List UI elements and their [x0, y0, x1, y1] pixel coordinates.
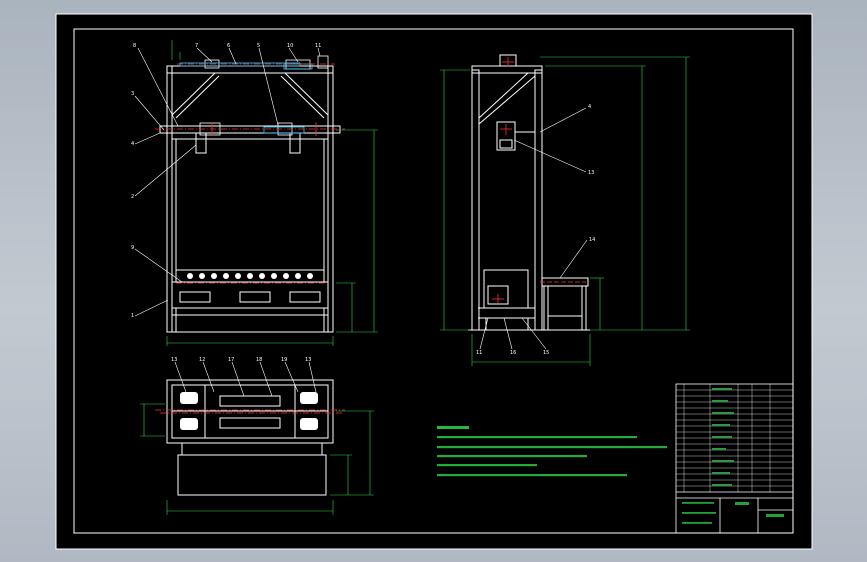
front-callout: 3: [131, 91, 134, 97]
front-centerlines: [155, 63, 345, 284]
side-callout: 13: [588, 170, 594, 176]
front-base-frame: [171, 281, 329, 309]
top-rollers: [180, 392, 318, 430]
front-highlight-parts: [179, 62, 313, 134]
sheet-border: [55, 13, 813, 550]
side-centerlines: [492, 57, 586, 305]
side-leaders: [479, 107, 588, 350]
top-leaders: [174, 361, 317, 397]
front-callout: 7: [195, 43, 198, 49]
side-view[interactable]: [468, 54, 590, 331]
top-callout: 19: [281, 357, 287, 363]
front-callout: 5: [257, 43, 260, 49]
front-left-hanger: [195, 132, 207, 154]
side-callout: 15: [543, 350, 549, 356]
top-view[interactable]: [166, 379, 334, 496]
front-callout: 6: [227, 43, 230, 49]
front-callout: 9: [131, 245, 134, 251]
top-callout: 17: [228, 357, 234, 363]
front-left-brace: [171, 72, 216, 116]
front-callout: 2: [131, 194, 134, 200]
front-callouts: 8 7 6 5 10 11 3 4 2 9 1: [131, 43, 321, 319]
front-callout: 4: [131, 141, 134, 147]
top-callout: 13: [305, 357, 311, 363]
front-dimensions: [166, 40, 378, 346]
side-callout: 11: [476, 350, 482, 356]
title-block[interactable]: [675, 383, 794, 534]
title-block-frame: [675, 383, 794, 534]
top-callout: 18: [256, 357, 262, 363]
front-callout: 10: [287, 43, 293, 49]
top-dimensions: [140, 403, 374, 515]
side-dimensions: [440, 56, 690, 366]
top-outer-frame: [166, 379, 334, 444]
top-callout: 13: [171, 357, 177, 363]
side-brace: [478, 72, 529, 119]
front-callout: 11: [315, 43, 321, 49]
side-callout: 4: [588, 104, 591, 110]
title-block-text-marks: [682, 388, 784, 524]
front-view[interactable]: [159, 65, 341, 333]
front-right-brace: [284, 72, 329, 116]
side-callout: 16: [510, 350, 516, 356]
front-rollers: [187, 273, 313, 279]
top-callout: 12: [199, 357, 205, 363]
front-middle-rail: [159, 125, 341, 134]
front-callout: 8: [133, 43, 136, 49]
technical-notes: [437, 426, 667, 477]
front-leaders: [134, 47, 321, 317]
parts-list-rows: [676, 384, 793, 492]
drawing-frame: [73, 28, 794, 534]
top-centerlines: [155, 409, 345, 414]
side-callout: 14: [589, 237, 595, 243]
side-callouts: 4 13 14 11 16 15: [476, 104, 595, 356]
top-callouts: 13 12 17 18 19 13: [171, 357, 311, 363]
front-callout: 1: [131, 313, 134, 319]
top-lower-table: [177, 454, 327, 496]
side-mid-unit: [496, 121, 516, 151]
